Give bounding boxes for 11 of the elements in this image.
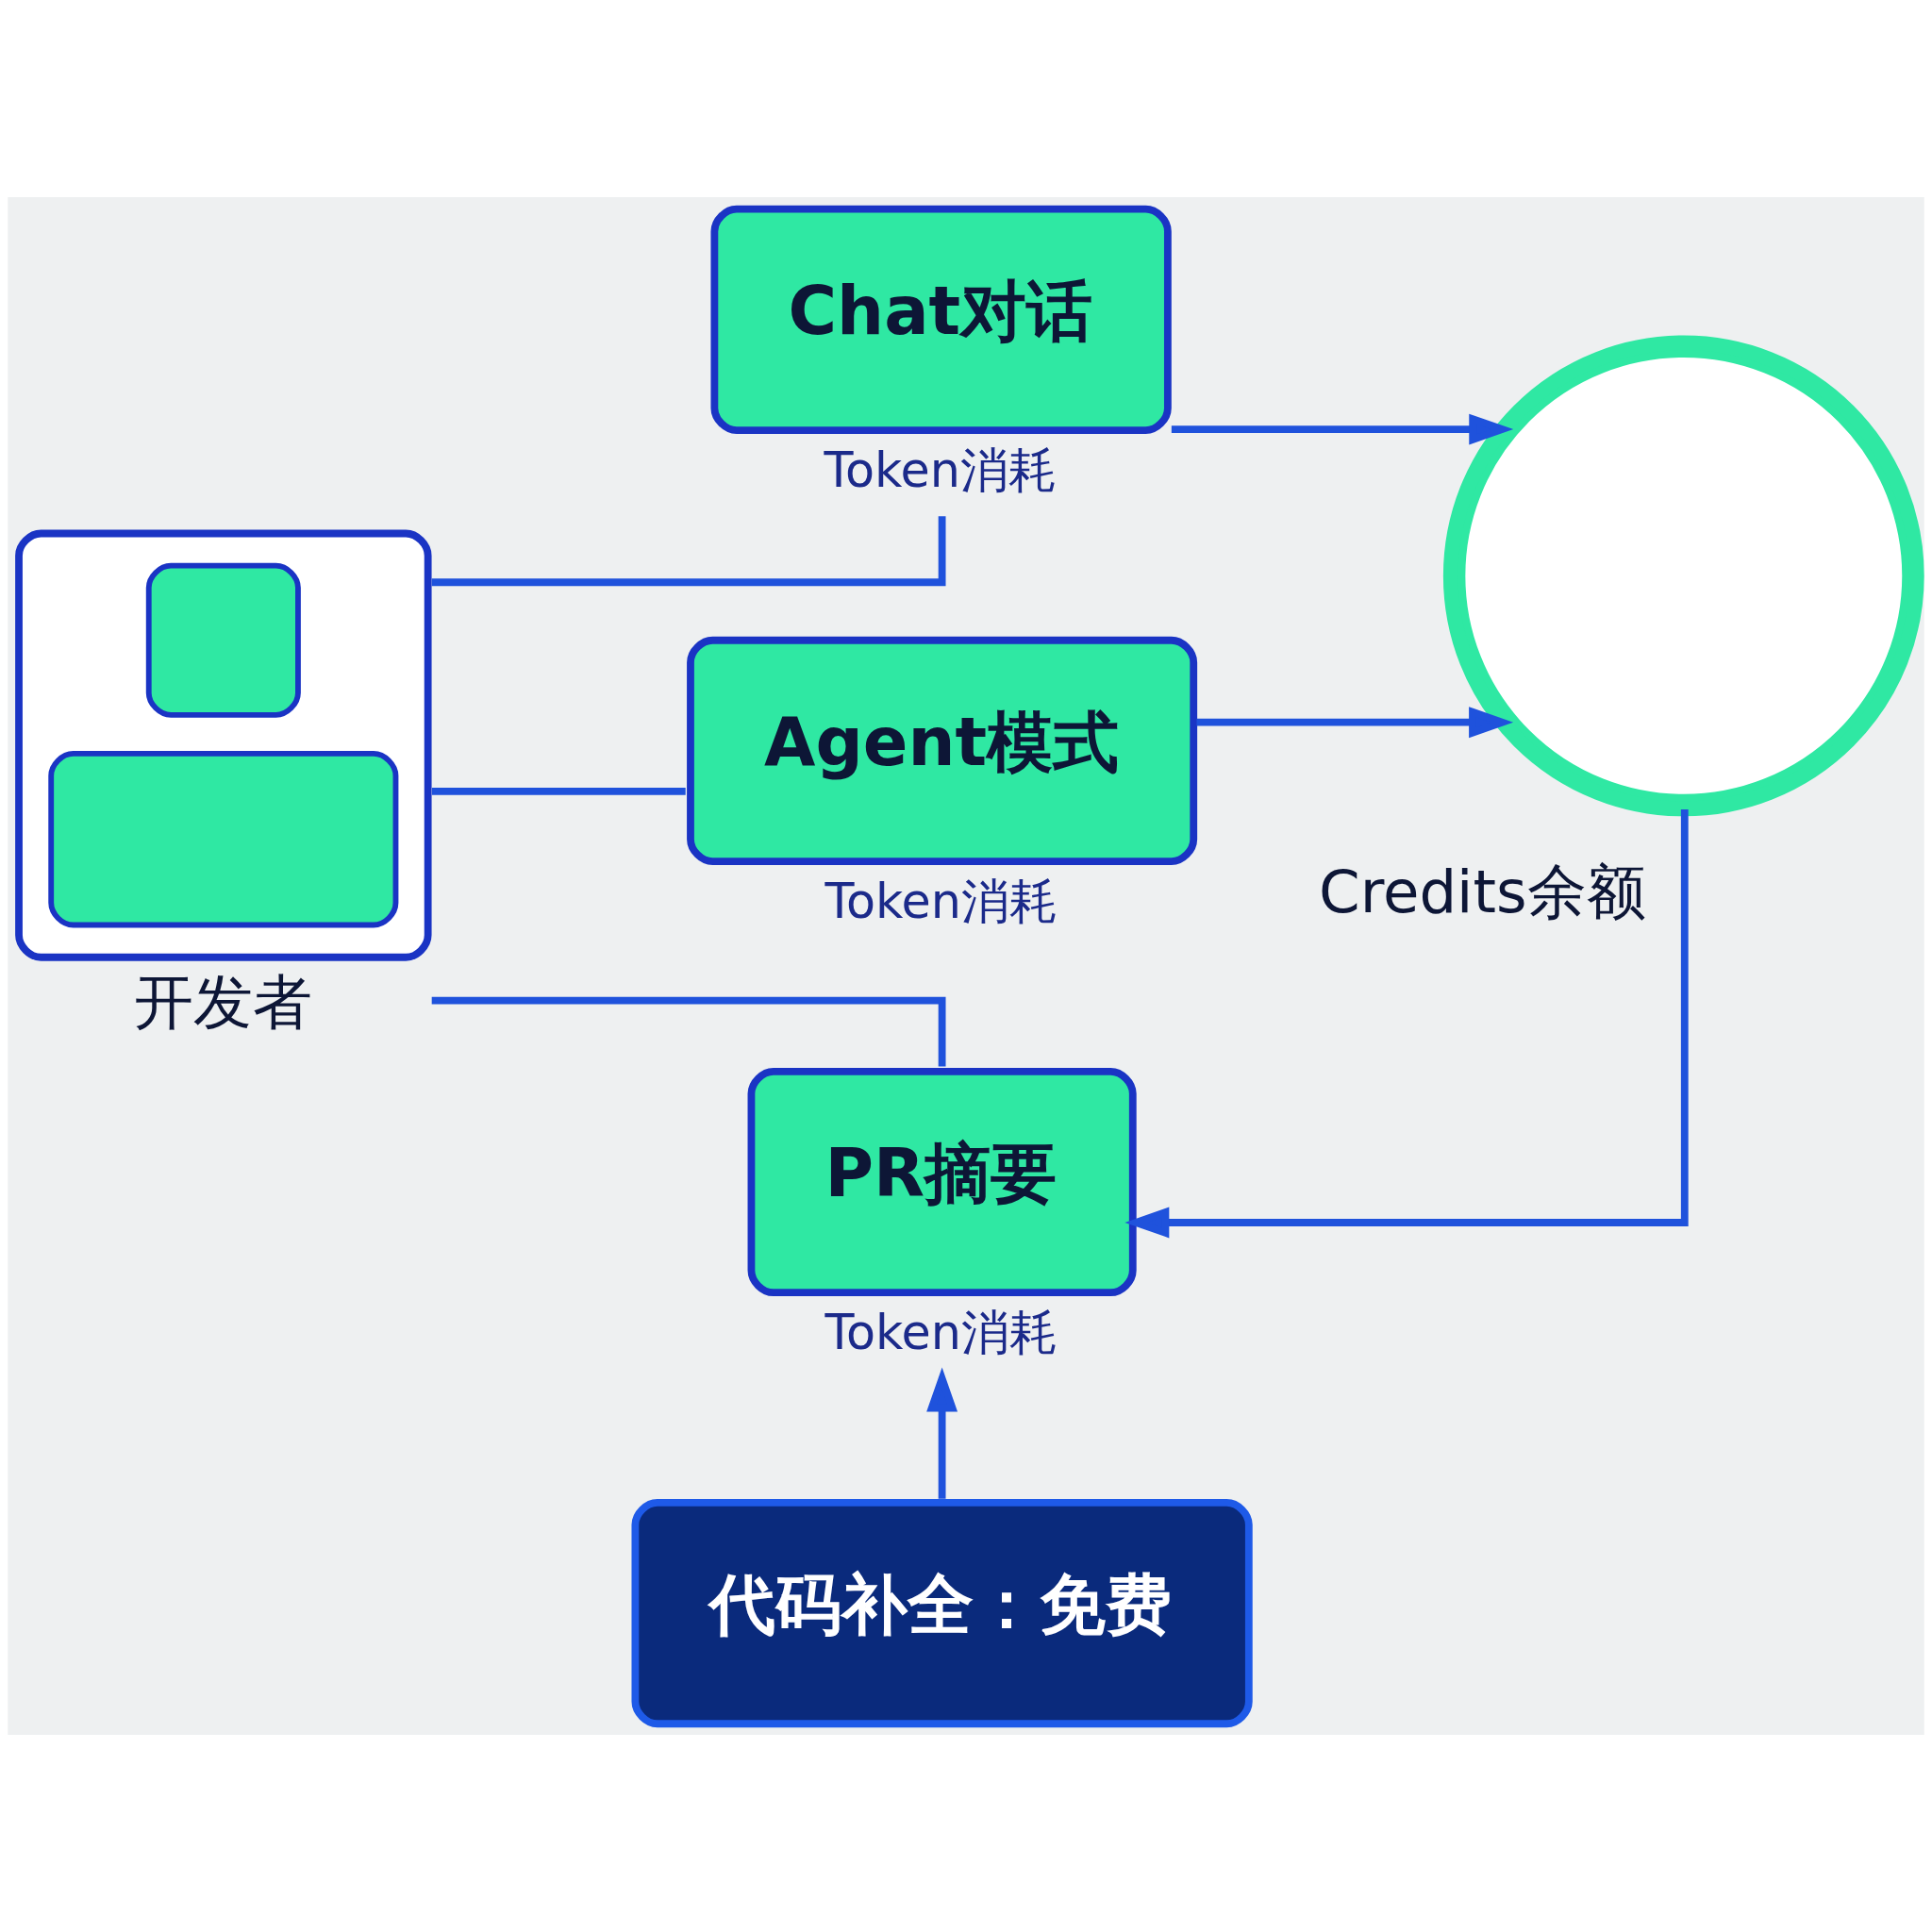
node-label: Token消耗 xyxy=(824,442,1058,499)
node-box: PR摘要 xyxy=(747,1067,1137,1297)
node-box: Agent模式 xyxy=(687,636,1198,866)
node-circle xyxy=(1442,335,1924,817)
node-person xyxy=(15,529,432,961)
arrow xyxy=(1124,808,1689,1239)
node-label: Token消耗 xyxy=(824,874,1058,930)
node-label: Token消耗 xyxy=(824,1305,1058,1361)
node-label: 开发者 xyxy=(134,968,313,1038)
arrow xyxy=(1196,707,1514,739)
node-label: Credits余额 xyxy=(1319,858,1646,927)
